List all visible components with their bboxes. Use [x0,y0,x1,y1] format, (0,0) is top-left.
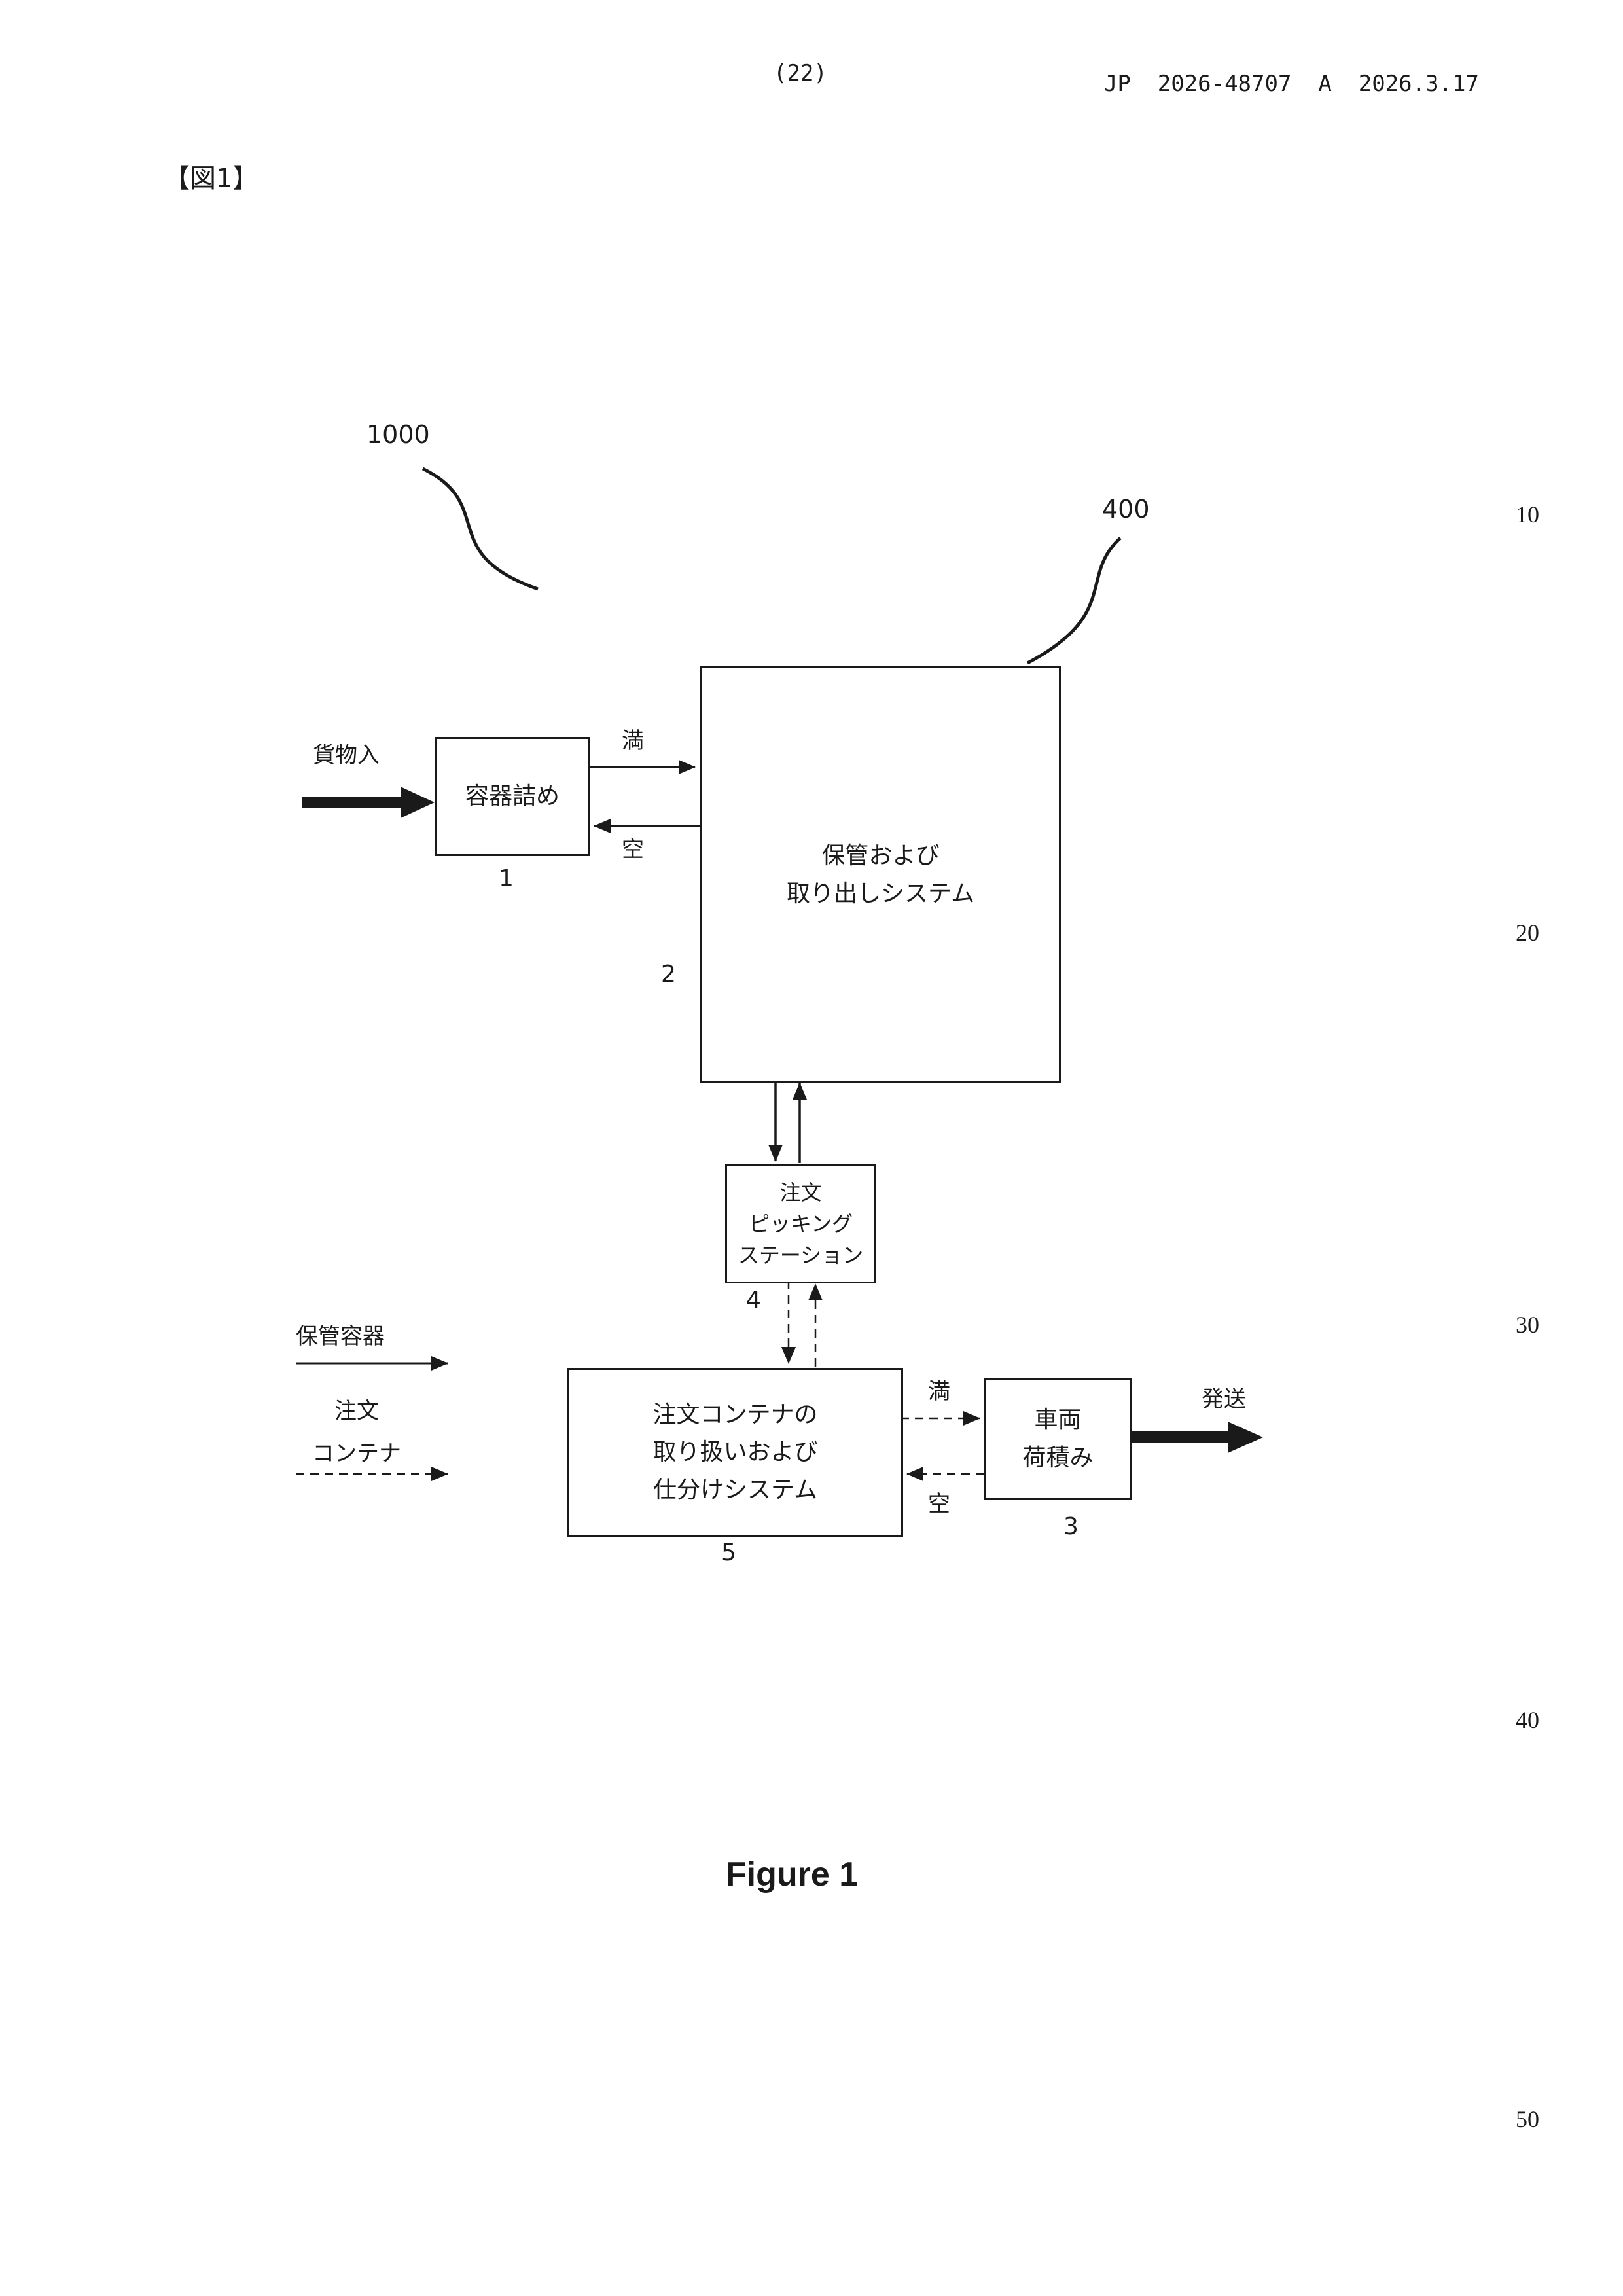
empty-label-bottom: 空 [928,1491,950,1517]
box-number-3: 3 [1063,1513,1079,1540]
ref-numeral-400: 400 [1102,495,1150,524]
margin-line-number: 40 [1516,1707,1539,1733]
box-number-5: 5 [721,1539,736,1566]
order-picking-station-label: 注文 ピッキング ステーション [738,1180,864,1268]
margin-line-number: 30 [1516,1312,1539,1338]
order-container-handling-box: 注文コンテナの 取り扱いおよび 仕分けシステム [567,1368,903,1537]
dispatch-label: 発送 [1202,1386,1246,1412]
box-number-1: 1 [499,865,514,892]
box-number-4: 4 [746,1287,761,1314]
order-picking-station-box: 注文 ピッキング ステーション [725,1164,876,1283]
storage-retrieval-system-label: 保管および 取り出しシステム [787,842,974,907]
page-number: (22) [774,60,827,86]
margin-line-number: 50 [1516,2106,1539,2132]
full-label-top: 満 [622,728,644,754]
empty-label-top: 空 [622,836,644,863]
leader-line-1000 [421,467,539,591]
margin-line-number: 10 [1516,501,1539,528]
margin-line-number: 20 [1516,920,1539,946]
cargo-in-label: 貨物入 [313,742,380,768]
full-label-bottom: 満 [928,1378,950,1405]
vehicle-loading-box: 車両 荷積み [984,1378,1132,1500]
legend-order-container-label: 注文 コンテナ [312,1398,401,1467]
legend-storage-container-label: 保管容器 [296,1323,385,1350]
publication-number: JP 2026-48707 A 2026.3.17 [1103,71,1479,97]
container-packing-label: 容器詰め [465,783,560,810]
storage-retrieval-system-box: 保管および 取り出しシステム [700,666,1061,1083]
order-container-handling-label: 注文コンテナの 取り扱いおよび 仕分けシステム [652,1401,818,1503]
ref-numeral-1000: 1000 [366,420,430,449]
box-number-2: 2 [661,961,676,988]
cargo-in-arrow [302,787,435,818]
container-packing-box: 容器詰め [435,737,590,856]
figure-tag: 【図1】 [164,164,259,194]
vehicle-loading-label: 車両 荷積み [1022,1407,1094,1471]
figure-caption: Figure 1 [725,1856,859,1893]
leader-line-400 [1026,537,1122,665]
dispatch-arrow [1129,1422,1263,1453]
